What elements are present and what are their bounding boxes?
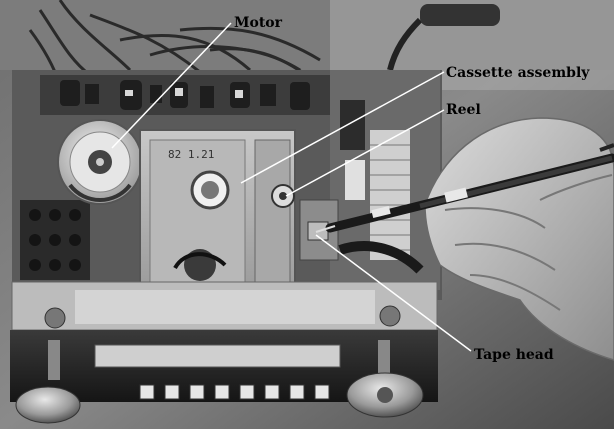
faceplate [10, 330, 438, 402]
assembly-stamp: 82 1.21 [168, 148, 214, 161]
callout-leaders [111, 22, 472, 352]
tape-head-label: Tape head [474, 347, 554, 363]
left-knob [15, 340, 81, 424]
motor-label: Motor [234, 15, 283, 31]
reel [271, 184, 295, 208]
wires [28, 0, 321, 86]
cassette-assembly-label: Cassette assembly [446, 65, 590, 81]
hand-with-probe [315, 117, 614, 361]
right-knob [346, 340, 424, 418]
cassette-assembly: 82 1.21 [139, 129, 296, 296]
reel-label: Reel [446, 102, 481, 118]
motor [57, 119, 143, 205]
